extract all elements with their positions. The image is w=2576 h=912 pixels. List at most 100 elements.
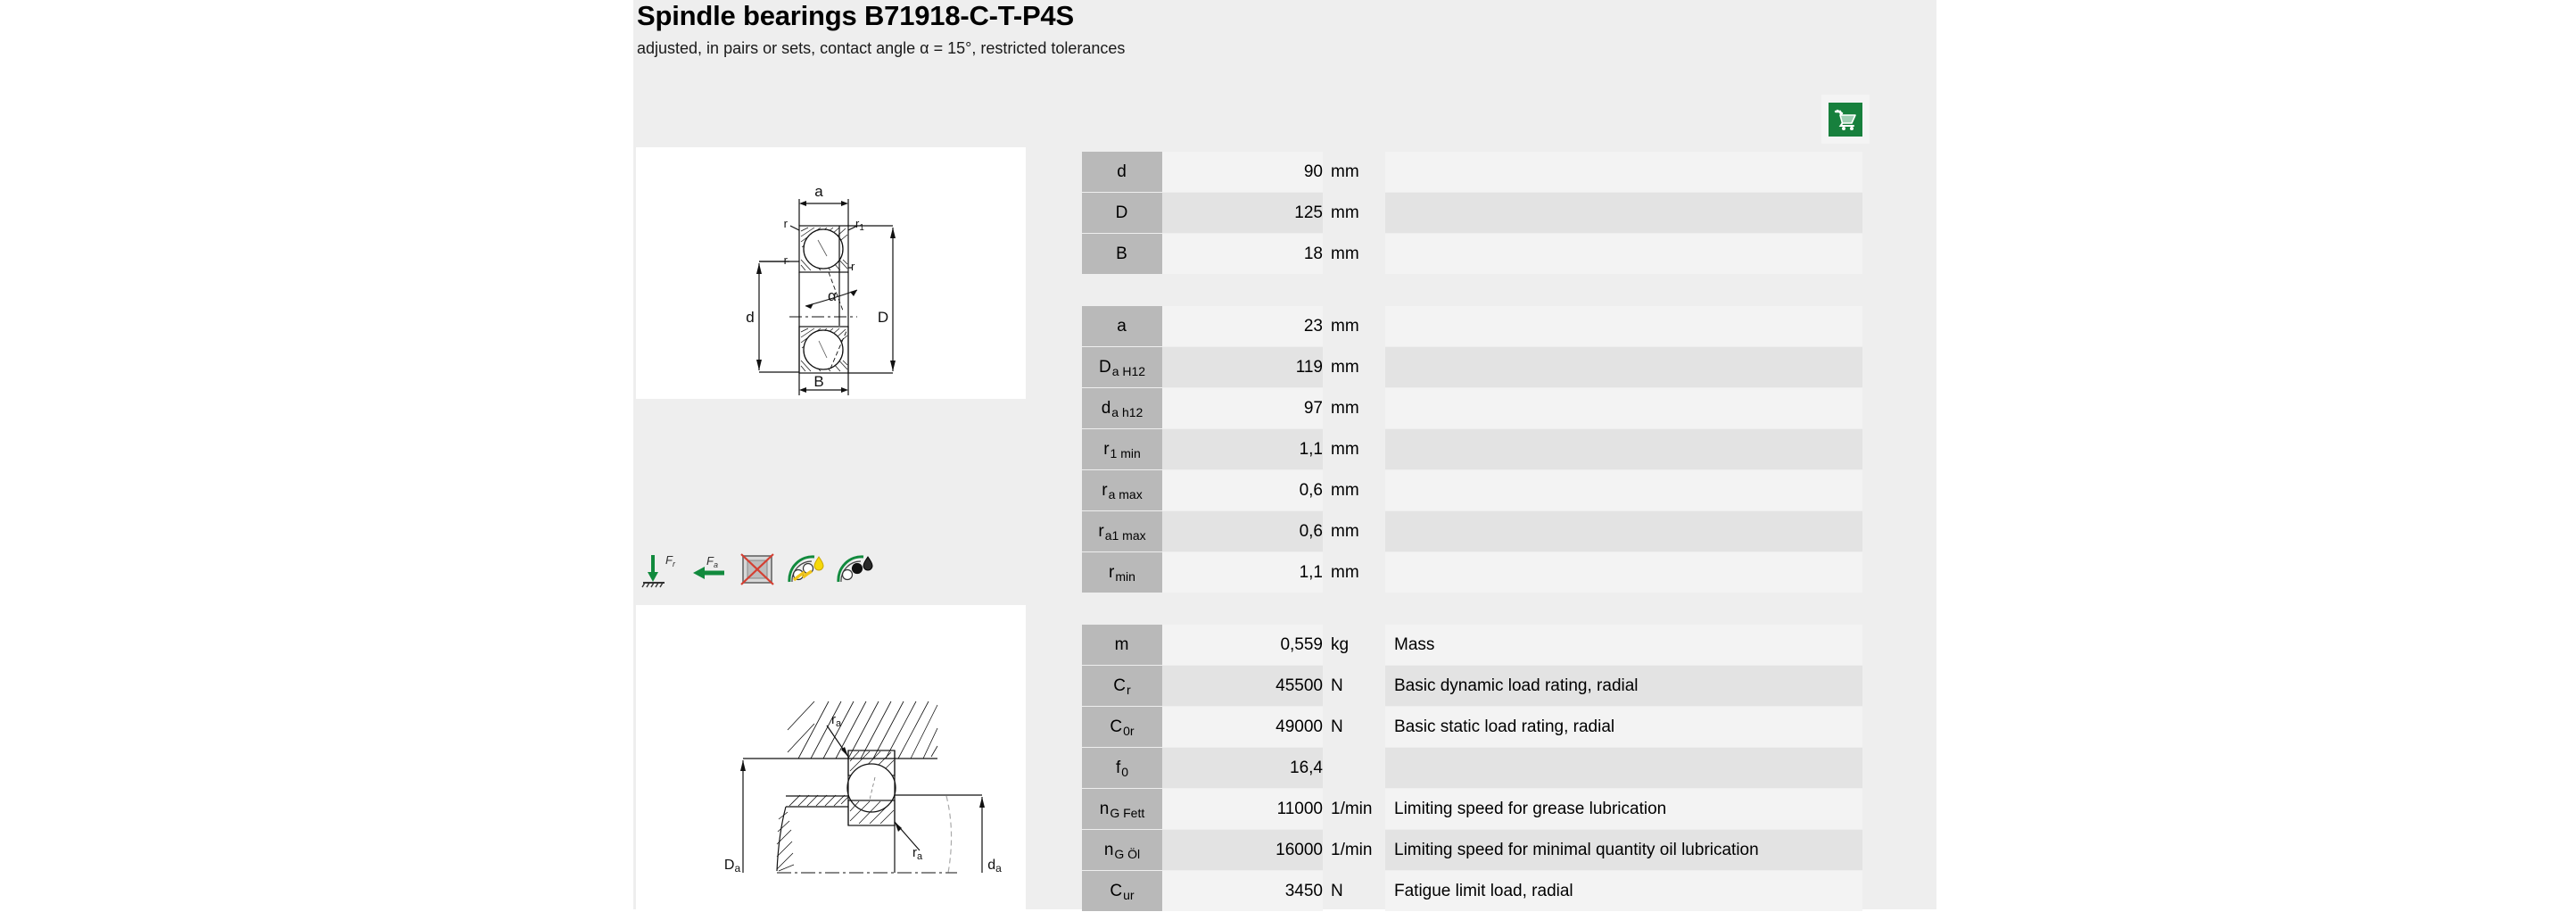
row-value: 45500: [1162, 666, 1323, 706]
row-unit: mm: [1331, 162, 1359, 181]
row-description: [1385, 234, 1862, 274]
row-label: a: [1082, 306, 1162, 346]
row-value: 1,1: [1162, 429, 1323, 469]
table-row: B 18 mm: [1082, 234, 1862, 274]
shopping-cart-icon: [1829, 102, 1862, 137]
row-unit: mm: [1331, 203, 1359, 222]
grease-lubrication-icon[interactable]: [787, 550, 826, 589]
axial-load-fa-icon[interactable]: Fa: [689, 550, 728, 589]
row-description: [1385, 347, 1862, 387]
row-value: 16,4: [1162, 748, 1323, 788]
row-description: Mass: [1385, 625, 1862, 665]
row-description: [1385, 429, 1862, 469]
svg-text:Da: Da: [724, 858, 741, 875]
row-unit: 1/min: [1331, 799, 1373, 818]
row-unit: mm: [1331, 316, 1359, 336]
row-unit: [1323, 748, 1385, 788]
svg-text:da: da: [987, 858, 1002, 875]
row-unit: N: [1331, 881, 1343, 900]
oil-lubrication-icon[interactable]: [836, 550, 875, 589]
row-value: 11000: [1162, 789, 1323, 829]
bearing-cross-section-diagram: a r r1 r r α d D B: [636, 147, 1026, 399]
row-unit: mm: [1331, 521, 1359, 541]
svg-text:Fa: Fa: [706, 554, 718, 569]
row-unit: 1/min: [1331, 840, 1373, 859]
table-row: m 0,559 kg Mass: [1082, 625, 1862, 665]
svg-text:d: d: [746, 309, 754, 326]
row-description: Limiting speed for grease lubrication: [1385, 789, 1862, 829]
svg-text:ra: ra: [831, 712, 842, 729]
row-label: d: [1082, 152, 1162, 192]
svg-text:r1: r1: [855, 217, 864, 233]
row-value: 97: [1162, 388, 1323, 428]
row-description: Fatigue limit load, radial: [1385, 871, 1862, 911]
svg-text:r: r: [784, 217, 788, 230]
svg-text:B: B: [813, 373, 823, 390]
row-description: Basic dynamic load rating, radial: [1385, 666, 1862, 706]
svg-text:Fr: Fr: [665, 553, 676, 568]
svg-text:D: D: [878, 309, 888, 326]
bearing-mounting-diagram: ra ra Da da: [636, 605, 1026, 909]
svg-text:r: r: [851, 260, 855, 273]
row-unit: mm: [1331, 357, 1359, 377]
table-row: a 23 mm: [1082, 306, 1862, 346]
page-title: Spindle bearings B71918-C-T-P4S: [637, 0, 1074, 31]
row-description: [1385, 152, 1862, 192]
row-description: [1385, 388, 1862, 428]
row-label: m: [1082, 625, 1162, 665]
row-value: 90: [1162, 152, 1323, 192]
page-subtitle: adjusted, in pairs or sets, contact angl…: [637, 39, 1126, 57]
row-label: D: [1082, 193, 1162, 233]
row-unit: mm: [1331, 398, 1359, 418]
row-value: 1,1: [1162, 552, 1323, 593]
row-value: 0,6: [1162, 511, 1323, 551]
row-value: 18: [1162, 234, 1323, 274]
row-unit: mm: [1331, 244, 1359, 263]
row-description: [1385, 552, 1862, 593]
row-value: 0,559: [1162, 625, 1323, 665]
svg-text:r: r: [784, 253, 788, 267]
row-label: B: [1082, 234, 1162, 274]
not-sealed-icon[interactable]: [738, 550, 777, 589]
row-value: 0,6: [1162, 470, 1323, 510]
table-row: d 90 mm: [1082, 152, 1862, 192]
row-value: 119: [1162, 347, 1323, 387]
row-unit: N: [1331, 676, 1343, 695]
row-description: Limiting speed for minimal quantity oil …: [1385, 830, 1862, 870]
row-value: 49000: [1162, 707, 1323, 747]
row-unit: mm: [1331, 439, 1359, 459]
row-unit: N: [1331, 717, 1343, 736]
page-header: Spindle bearings B71918-C-T-P4S adjusted…: [633, 0, 1936, 57]
row-description: [1385, 193, 1862, 233]
radial-load-fr-icon[interactable]: Fr: [640, 550, 679, 589]
row-unit: kg: [1331, 634, 1350, 654]
row-value: 3450: [1162, 871, 1323, 911]
row-description: [1385, 306, 1862, 346]
add-to-cart-button[interactable]: [1821, 95, 1870, 144]
row-value: 16000: [1162, 830, 1323, 870]
row-description: [1385, 470, 1862, 510]
